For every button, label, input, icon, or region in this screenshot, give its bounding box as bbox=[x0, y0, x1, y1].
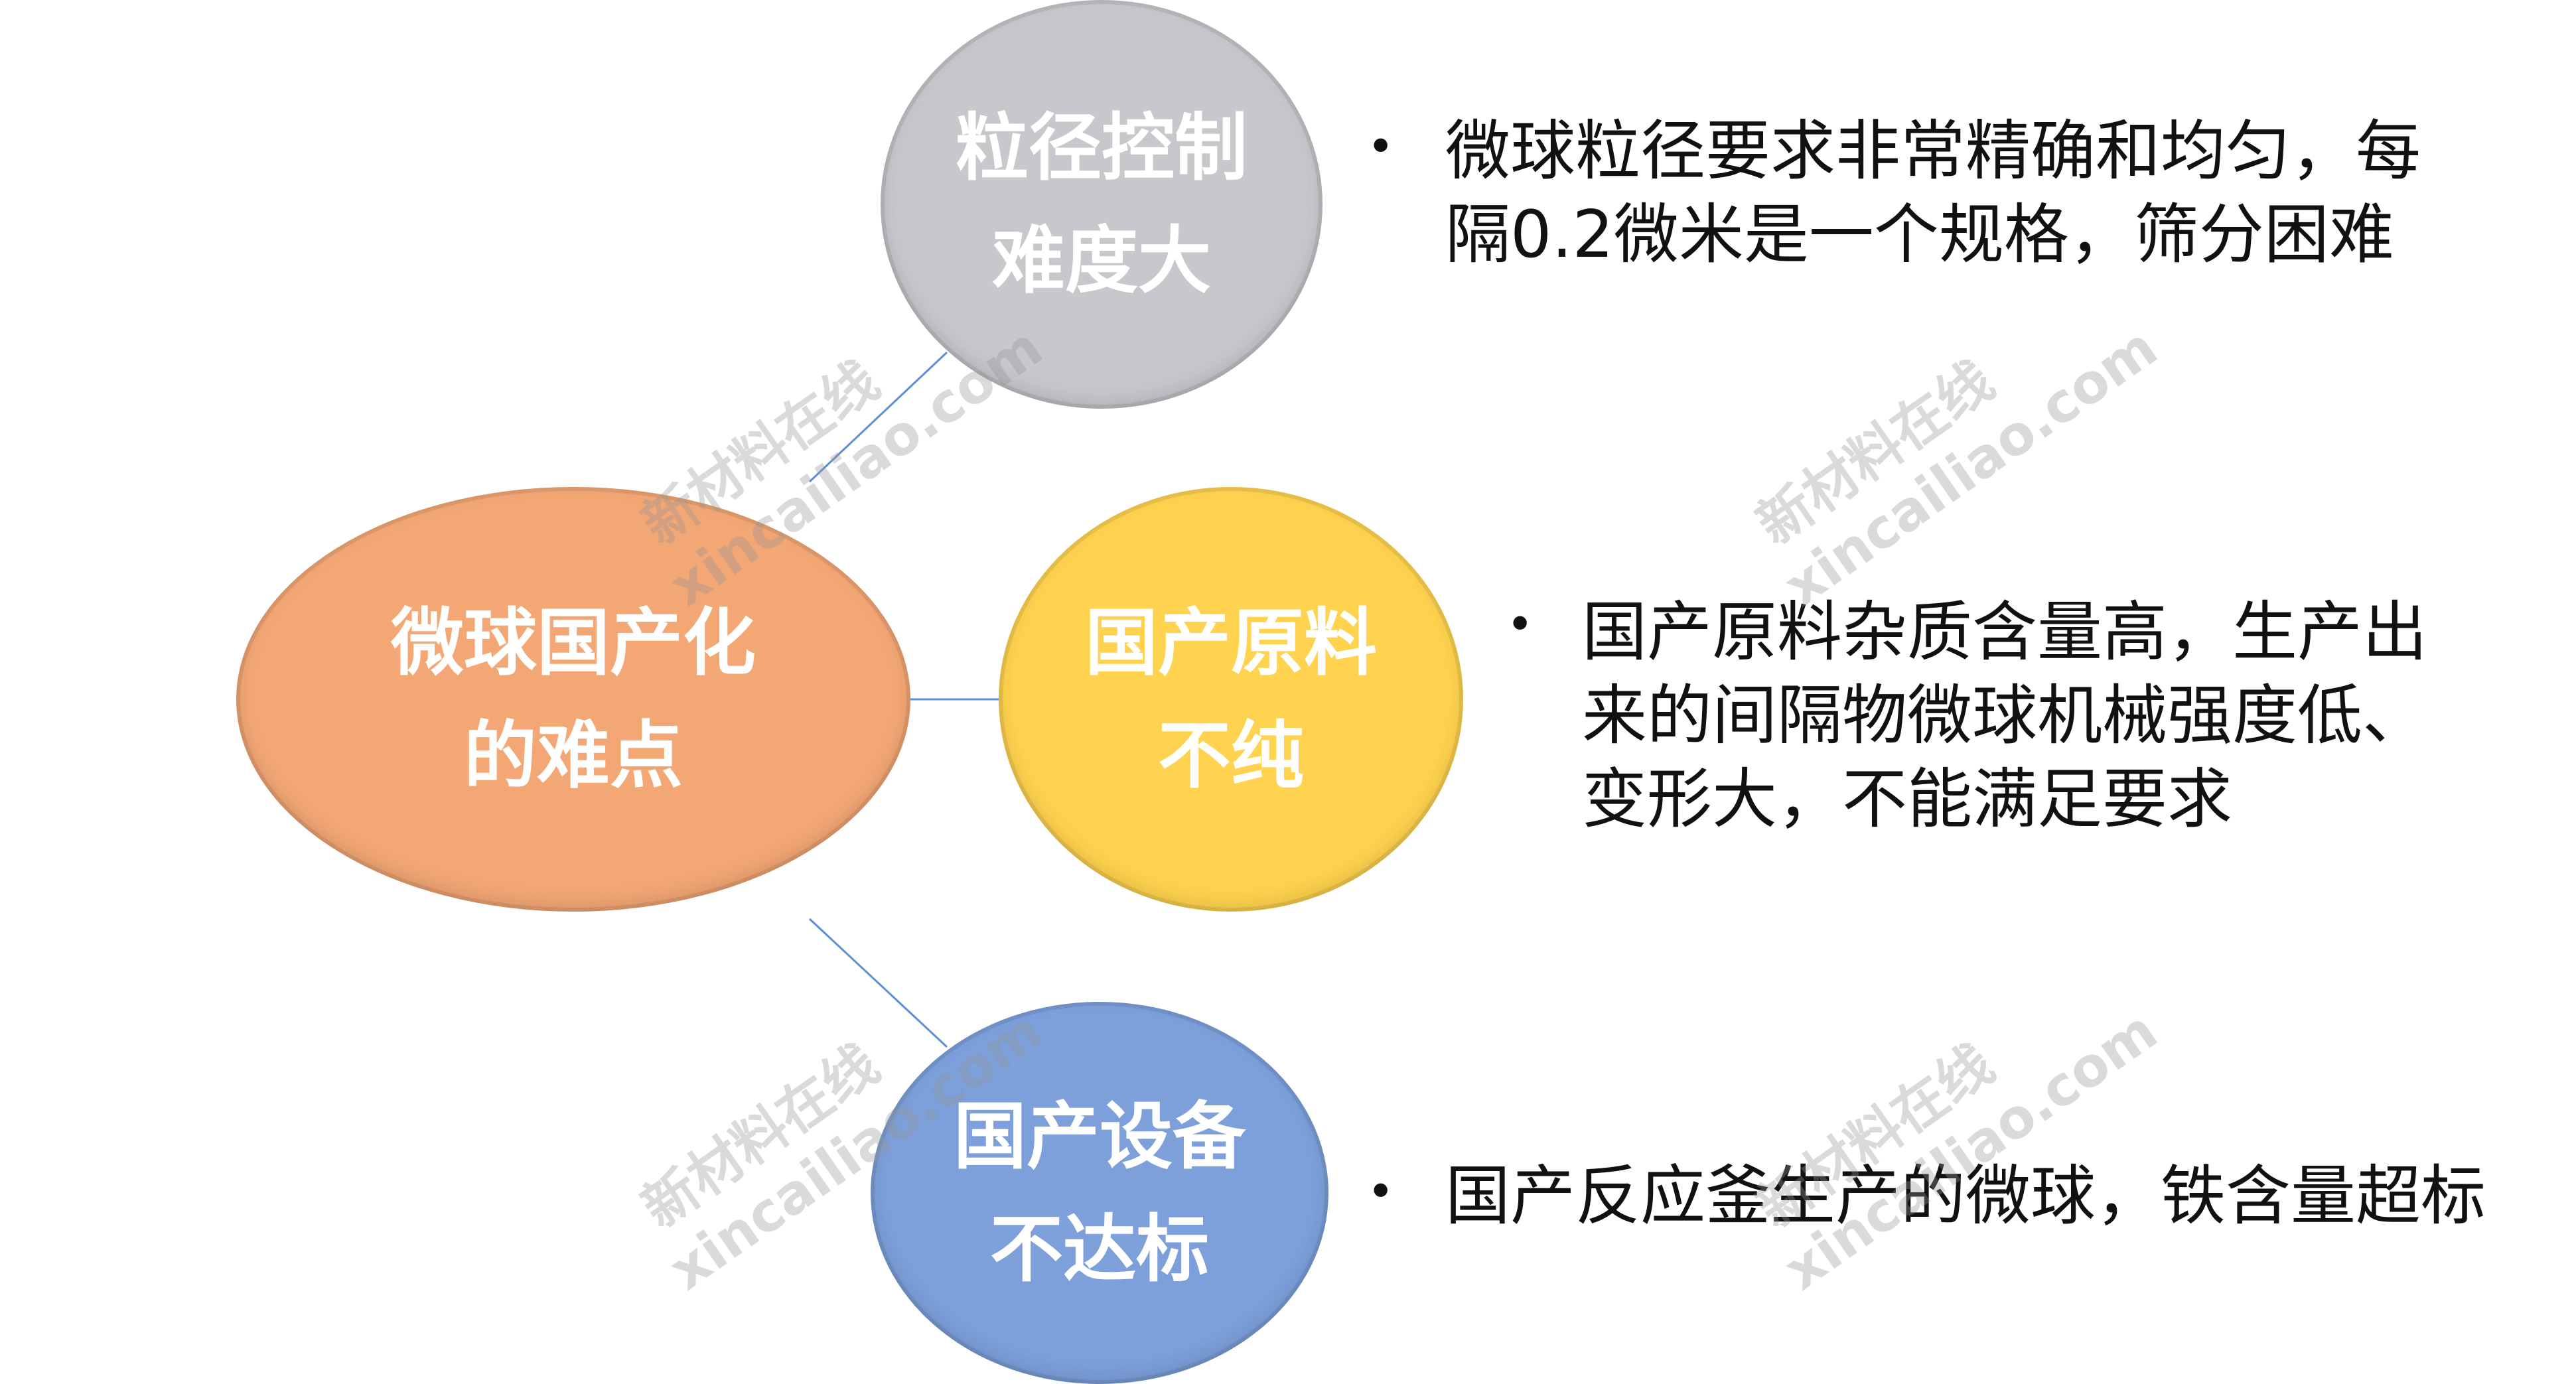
branch-title-line1: 国产原料 bbox=[1085, 600, 1377, 685]
description-raw-material: 国产原料杂质含量高，生产出 来的间隔物微球机械强度低、 变形大，不能满足要求 bbox=[1582, 590, 2427, 841]
branch-title-line1: 国产设备 bbox=[954, 1094, 1246, 1179]
bullet-1: • bbox=[1367, 119, 1395, 174]
description-line: 来的间隔物微球机械强度低、 bbox=[1582, 678, 2428, 754]
center-node-line1: 微球国产化 bbox=[391, 600, 756, 685]
branch-title-line2: 难度大 bbox=[992, 218, 1211, 303]
description-line: 微球粒径要求非常精确和均匀，每 bbox=[1445, 113, 2421, 189]
branch-title-line2: 不达标 bbox=[990, 1207, 1209, 1292]
bullet-3: • bbox=[1367, 1164, 1395, 1219]
description-line: 隔0.2微米是一个规格，筛分困难 bbox=[1445, 197, 2394, 273]
description-particle-size: 微球粒径要求非常精确和均匀，每 隔0.2微米是一个规格，筛分困难 bbox=[1445, 109, 2421, 277]
description-equipment: 国产反应釜生产的微球，铁含量超标 bbox=[1445, 1154, 2486, 1238]
branch-node-equipment: 国产设备 不达标 bbox=[871, 1002, 1328, 1384]
center-node: 微球国产化 的难点 bbox=[236, 487, 910, 912]
bullet-2: • bbox=[1506, 597, 1534, 652]
connector-line-top bbox=[808, 351, 948, 483]
branch-title-line1: 粒径控制 bbox=[956, 105, 1248, 190]
description-line: 变形大，不能满足要求 bbox=[1582, 762, 2233, 837]
branch-node-particle-size: 粒径控制 难度大 bbox=[881, 0, 1323, 409]
description-line: 国产原料杂质含量高，生产出 bbox=[1582, 594, 2428, 670]
connector-line-bottom bbox=[808, 918, 948, 1048]
description-line: 国产反应釜生产的微球，铁含量超标 bbox=[1445, 1158, 2486, 1234]
branch-title-line2: 不纯 bbox=[1158, 713, 1304, 798]
branch-node-raw-material: 国产原料 不纯 bbox=[999, 487, 1463, 912]
center-node-line2: 的难点 bbox=[464, 713, 683, 798]
